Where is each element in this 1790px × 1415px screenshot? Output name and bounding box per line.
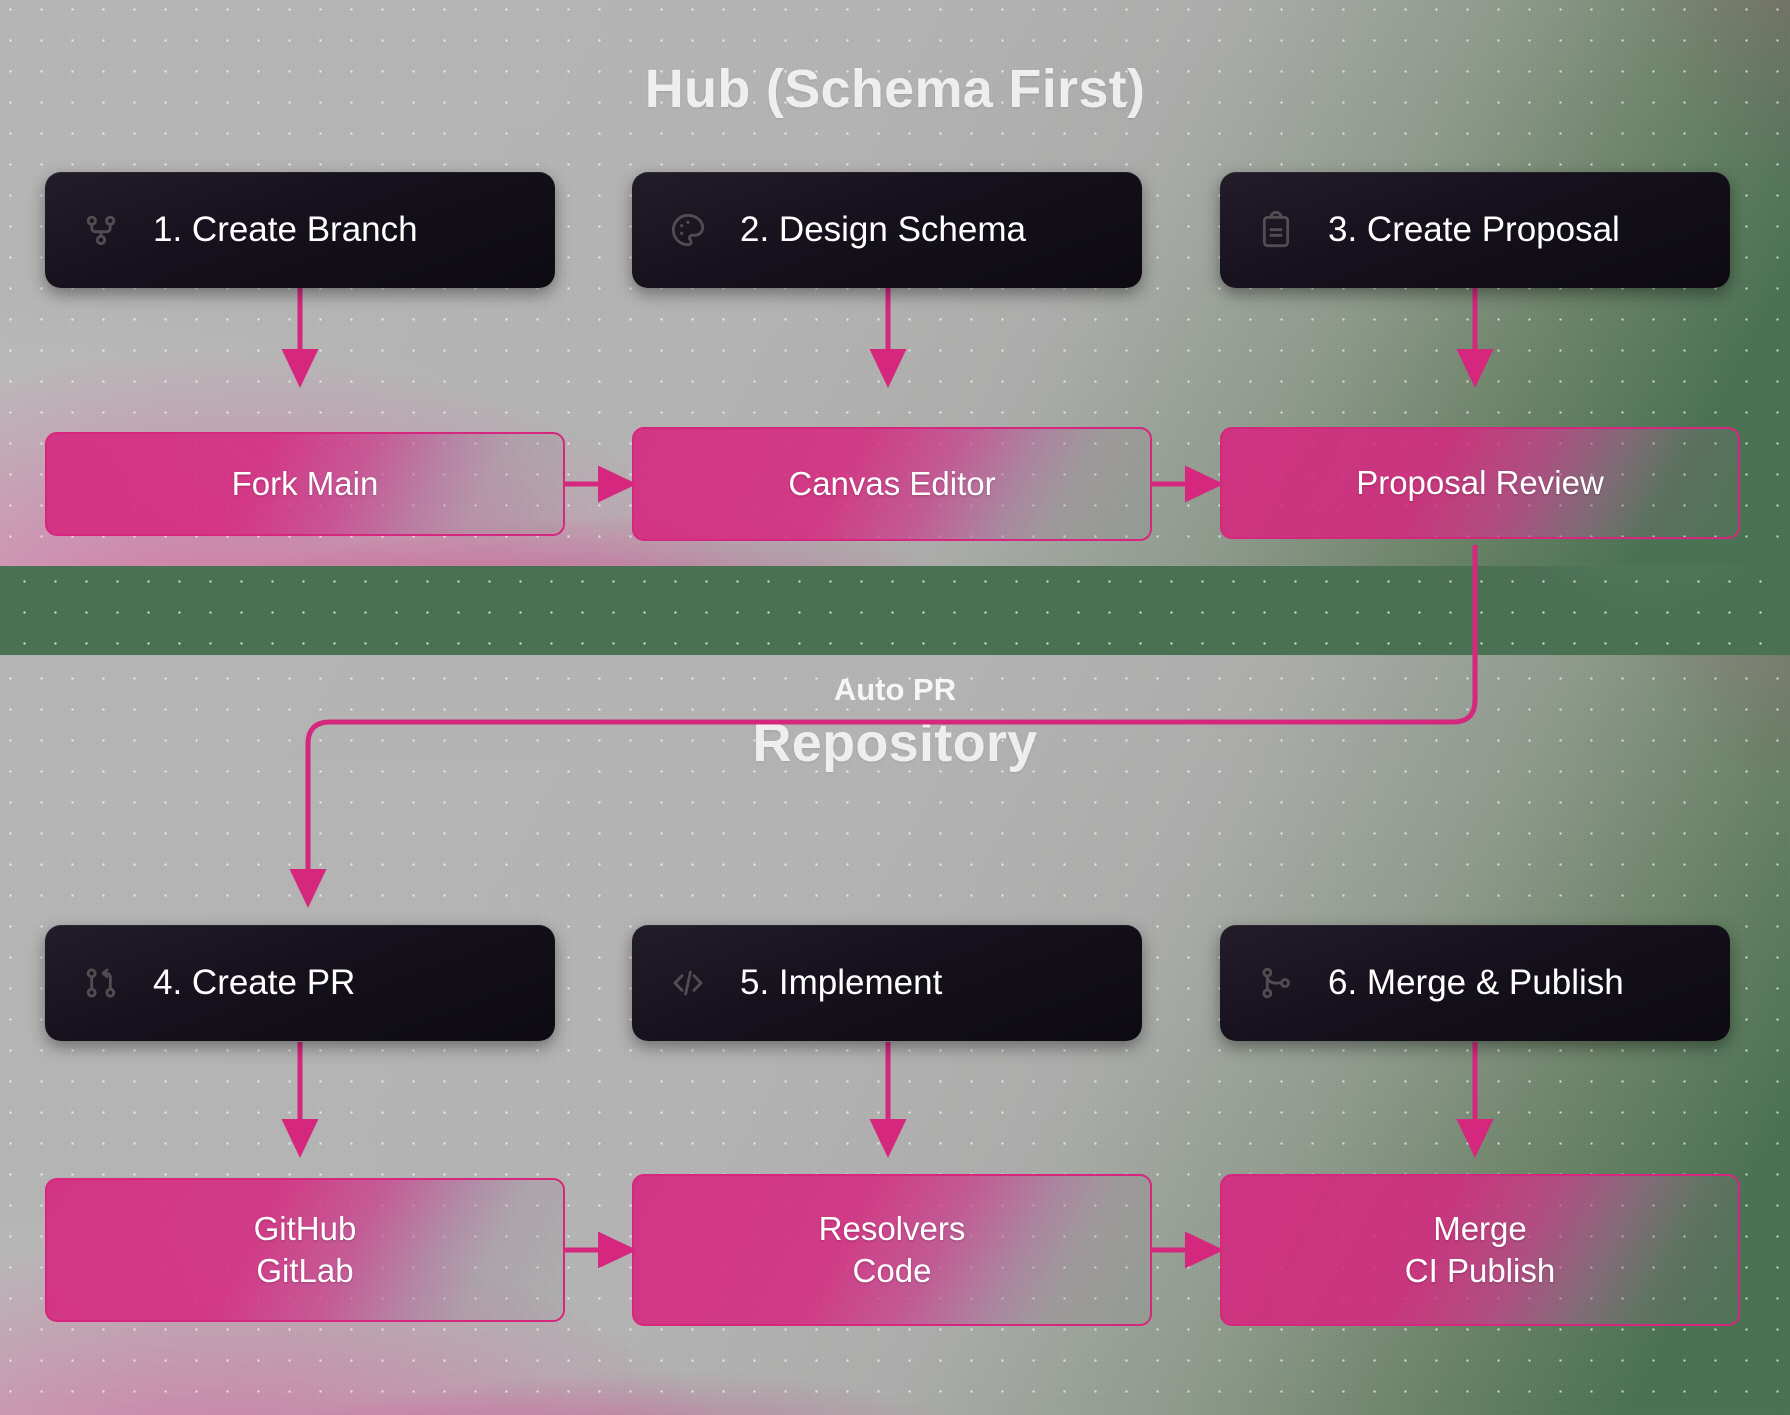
git-branch-icon <box>79 208 123 252</box>
step-card-label: 1. Create Branch <box>153 210 418 249</box>
git-pull-request-icon <box>79 961 123 1005</box>
node-line: Merge <box>1433 1209 1527 1247</box>
node-fork-main[interactable]: Fork Main <box>45 432 565 536</box>
node-line: Resolvers <box>818 1209 966 1247</box>
connector-label-auto-pr: Auto PR <box>833 672 957 707</box>
step-card-design-schema[interactable]: 2. Design Schema <box>632 172 1142 288</box>
step-card-label: 2. Design Schema <box>740 210 1026 249</box>
node-line: Code <box>852 1252 932 1289</box>
clipboard-icon <box>1254 208 1298 252</box>
step-card-create-pr[interactable]: 4. Create PR <box>45 925 555 1041</box>
step-card-label: 5. Implement <box>740 963 943 1002</box>
node-line: Canvas Editor <box>788 464 996 502</box>
section-title-hub: Hub (Schema First) <box>644 59 1146 119</box>
node-line: GitHub <box>253 1209 357 1247</box>
node-canvas-editor[interactable]: Canvas Editor <box>632 427 1152 541</box>
node-line: Fork Main <box>231 464 379 502</box>
palette-icon <box>666 208 710 252</box>
step-card-label: 4. Create PR <box>153 963 356 1002</box>
step-card-merge-publish[interactable]: 6. Merge & Publish <box>1220 925 1730 1041</box>
node-line: Proposal Review <box>1356 463 1604 501</box>
section-title-repository: Repository <box>752 713 1038 773</box>
code-icon <box>666 961 710 1005</box>
node-merge-ci-publish[interactable]: Merge CI Publish <box>1220 1174 1740 1326</box>
git-merge-icon <box>1254 961 1298 1005</box>
step-card-implement[interactable]: 5. Implement <box>632 925 1142 1041</box>
step-card-create-branch[interactable]: 1. Create Branch <box>45 172 555 288</box>
node-line: CI Publish <box>1404 1252 1556 1289</box>
step-card-label: 3. Create Proposal <box>1328 210 1620 249</box>
node-line: GitLab <box>256 1252 354 1289</box>
step-card-label: 6. Merge & Publish <box>1328 963 1624 1002</box>
node-github-gitlab[interactable]: GitHub GitLab <box>45 1178 565 1322</box>
node-proposal-review[interactable]: Proposal Review <box>1220 427 1740 539</box>
step-card-create-proposal[interactable]: 3. Create Proposal <box>1220 172 1730 288</box>
node-resolvers-code[interactable]: Resolvers Code <box>632 1174 1152 1326</box>
